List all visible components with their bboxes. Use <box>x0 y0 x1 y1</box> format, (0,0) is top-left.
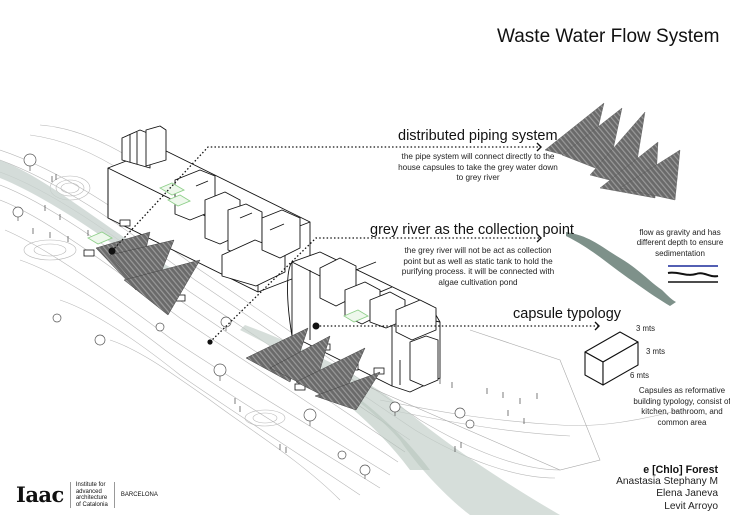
page-title: Waste Water Flow System <box>497 26 720 47</box>
leader-origin-dots <box>108 247 320 345</box>
capsule-dimension-top: 3 mts <box>636 324 656 333</box>
institute-line: Institute for <box>75 482 106 488</box>
city-label: BARCELONA <box>113 482 158 509</box>
capsule-description: Capsules as reformative building typolog… <box>633 386 730 427</box>
callout-title-capsule: capsule typology <box>513 306 622 322</box>
project-name: e [Chlo] Forest <box>643 464 718 476</box>
iaac-logo-mark: Iaac <box>16 482 64 508</box>
project-credits: e [Chlo] Forest Anastasia Stephany M Ele… <box>616 464 718 513</box>
institute-line: advanced <box>75 488 102 495</box>
callout-description-piping: the pipe system will connect directly to… <box>398 152 558 183</box>
river-section-diagram <box>566 232 676 306</box>
trees <box>12 153 475 479</box>
capsule-dimension-bottom: 6 mts <box>630 371 650 380</box>
building-lower <box>287 251 441 393</box>
author: Elena Janeva <box>656 488 718 500</box>
site-boundary <box>329 329 601 471</box>
sedimentation-section-icon <box>667 265 719 283</box>
iaac-logo: Iaac Institute for advanced architecture… <box>16 482 158 509</box>
callout-description-grey-river: the grey river will not be act as collec… <box>401 246 555 287</box>
institute-line: of Catalonia <box>75 501 108 508</box>
leader-lines <box>111 146 598 343</box>
building-upper <box>107 125 311 293</box>
callout-title-piping: distributed piping system <box>398 128 558 144</box>
callout-title-grey-river: grey river as the collection point <box>370 222 574 238</box>
tree-ticks <box>32 174 538 453</box>
capsule-box-diagram <box>584 331 639 386</box>
piping-system-diagram <box>544 102 681 201</box>
institute-name: Institute for advanced architecture of C… <box>69 482 108 509</box>
author: Anastasia Stephany M <box>616 476 718 488</box>
capsule-dimension-side: 3 mts <box>646 347 666 356</box>
author: Levit Arroyo <box>664 500 718 512</box>
leader-arrowheads <box>536 142 600 331</box>
flow-note: flow as gravity and has different depth … <box>636 228 724 258</box>
collector-panels <box>95 231 381 411</box>
institute-line: architecture <box>75 495 108 502</box>
